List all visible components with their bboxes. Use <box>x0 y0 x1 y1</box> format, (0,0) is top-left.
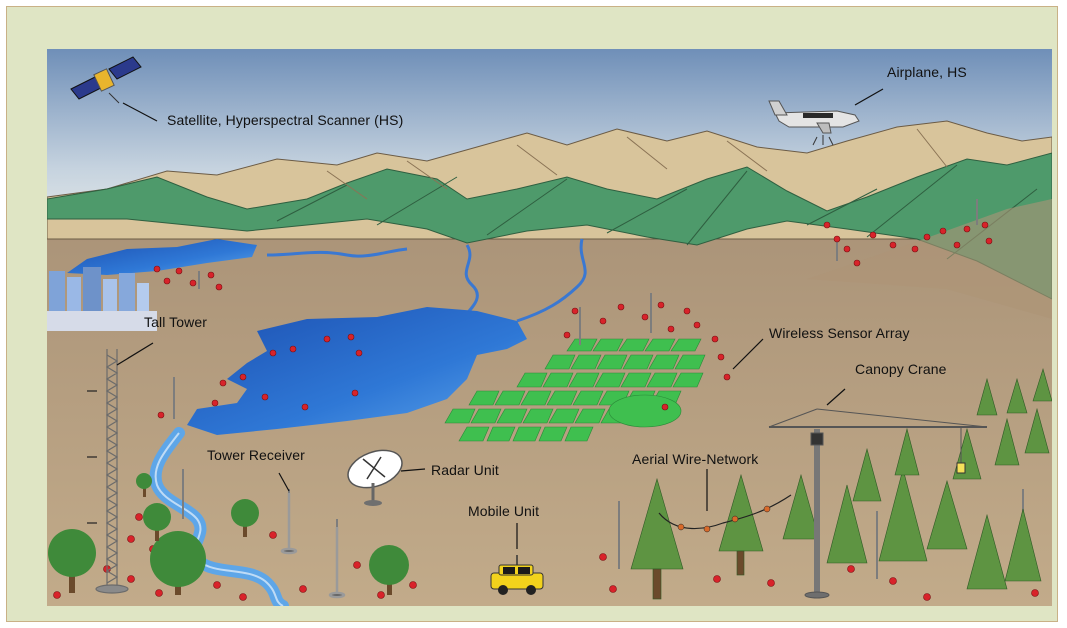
main-lake <box>187 307 527 435</box>
tower-receiver-label: Tower Receiver <box>207 447 305 463</box>
city-buildings <box>47 267 157 331</box>
satellite <box>70 56 142 104</box>
conifer-trees <box>630 367 1052 600</box>
landscape-scene: Satellite, Hyperspectral Scanner (HS) Ai… <box>47 49 1052 606</box>
radar-dish <box>347 449 403 506</box>
aerial-wire <box>658 494 792 530</box>
canopy-crane <box>768 408 988 599</box>
figure-frame: Satellite, Hyperspectral Scanner (HS) Ai… <box>6 6 1058 622</box>
upper-lake <box>67 239 257 275</box>
mobile-unit-vehicle <box>490 555 544 595</box>
airplane-label: Airplane, HS <box>887 64 967 80</box>
radar-unit-label: Radar Unit <box>431 462 499 478</box>
wire-nodes <box>677 505 771 533</box>
sensor-nodes <box>53 221 1039 601</box>
mountain-highlights <box>326 128 948 200</box>
forest-hills <box>47 152 1052 300</box>
tower-receivers <box>280 493 346 599</box>
stream-west <box>266 247 408 258</box>
mobile-unit-label: Mobile Unit <box>468 503 540 519</box>
stream-east <box>516 238 587 323</box>
leader-lines <box>116 88 884 549</box>
aerial-wire-network-label: Aerial Wire-Network <box>632 451 759 467</box>
tall-tower-label: Tall Tower <box>144 314 207 330</box>
satellite-label: Satellite, Hyperspectral Scanner (HS) <box>167 112 404 128</box>
scene-illustration <box>47 49 1052 606</box>
right-slope <box>807 199 1052 319</box>
sensor-grid <box>444 338 706 442</box>
deciduous-trees <box>48 473 409 595</box>
airplane <box>768 100 860 146</box>
tall-tower <box>87 349 129 594</box>
wireless-sensor-array-label: Wireless Sensor Array <box>769 325 910 341</box>
forest-ridge-lines <box>276 164 1038 260</box>
canopy-crane-label: Canopy Crane <box>855 361 947 377</box>
